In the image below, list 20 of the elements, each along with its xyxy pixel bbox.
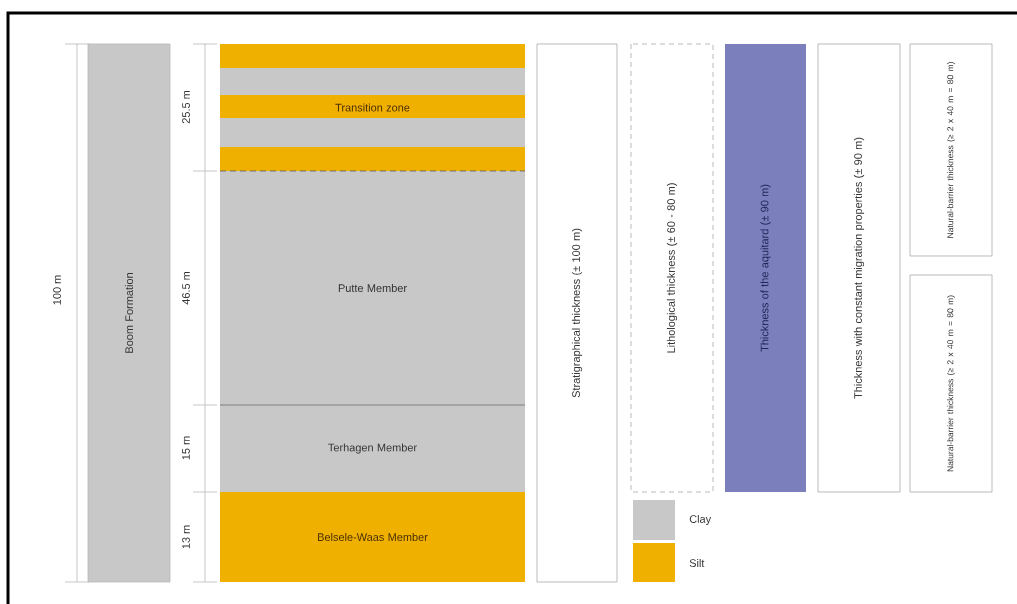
dimension-label: 100 m [53,275,61,305]
dimension-label: 15 m [182,436,190,460]
dimension-label: 46.5 m [182,271,190,305]
thickness-box: Thickness of the aquitard (± 90 m) [725,44,806,492]
clay-layer: Terhagen Member [220,405,525,492]
legend-label: Silt [689,558,705,567]
legend-label: Clay [689,514,712,526]
thickness-box: Stratigraphical thickness (± 100 m) [536,43,618,583]
dimension-label: 25.5 m [182,90,190,124]
node-label: Terhagen Member [328,443,417,454]
thickness-box: Natural-barrier thickness (≥ 2 x 40 m = 80 m) [909,274,993,493]
dimension-label: 13 m [182,525,190,549]
thickness-box: Lithological thickness (± 60 - 80 m) [630,43,714,493]
node-label: Transition zone [335,103,410,112]
silt-layer: Belsele-Waas Member [220,492,525,582]
thickness-box: Natural-barrier thickness (≥ 2 x 40 m = 80 m) [909,43,993,257]
thickness-box: Thickness with constant migration properties (± 90 m) [817,43,901,493]
formation-column: Boom Formation [87,43,171,583]
node-label: Putte Member [338,283,407,293]
striped-layer: Transition zone [220,44,525,171]
